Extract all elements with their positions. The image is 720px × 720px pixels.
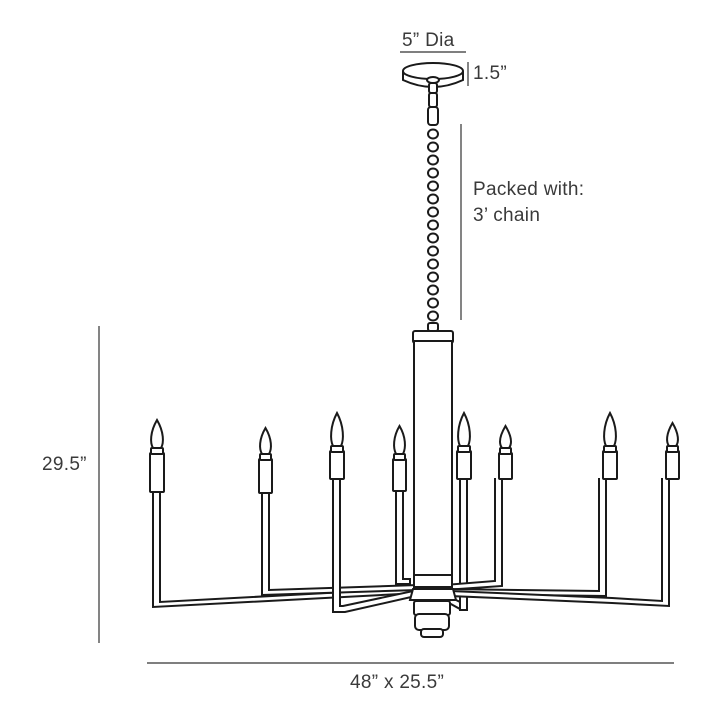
overall-height-label: 29.5” (42, 454, 87, 475)
arm-4 (395, 490, 411, 585)
canopy-diameter-label: 5” Dia (402, 30, 455, 51)
chain (427, 92, 439, 332)
candles (149, 410, 680, 494)
central-column (408, 330, 458, 638)
arm-7 (443, 478, 607, 598)
dimension-lines (98, 51, 674, 664)
arm-5 (459, 478, 468, 611)
arms (152, 478, 670, 613)
overall-size-label: 48” x 25.5” (350, 672, 445, 693)
canopy-height-label: 1.5” (473, 63, 507, 84)
canopy (402, 62, 464, 94)
packing-note-line-1: Packed with: (473, 179, 585, 200)
packing-note-line-2: 3’ chain (473, 205, 541, 226)
